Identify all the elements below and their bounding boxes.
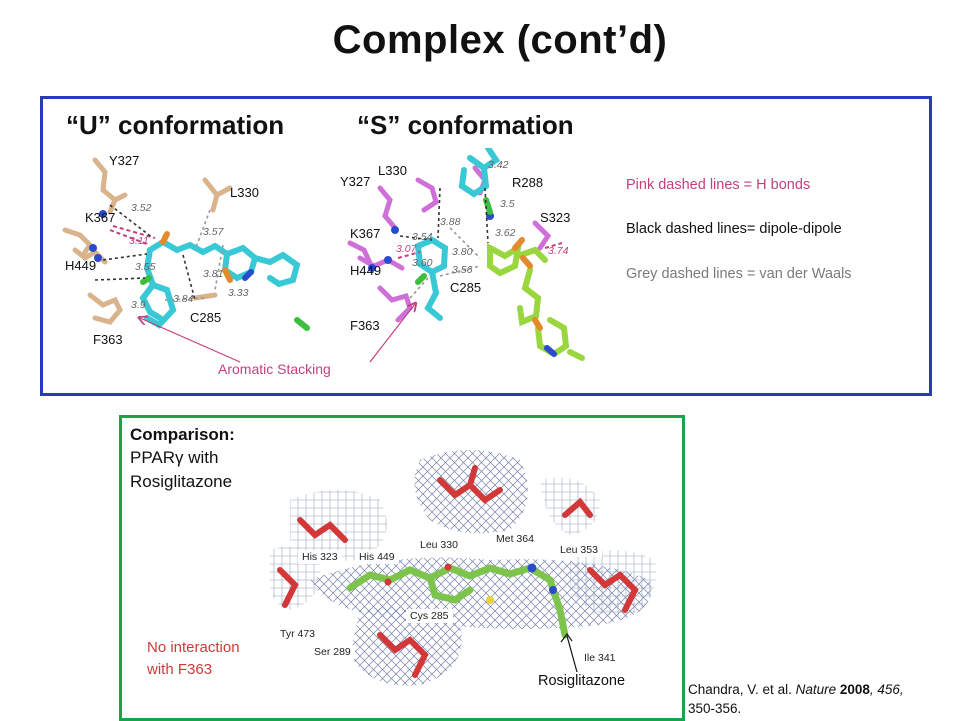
s-conformation-structure: L330 Y327 R288 S323 K367 H449 C285 F363 … xyxy=(340,148,585,361)
residue-his323: His 323 xyxy=(298,550,342,564)
residue-his449: His 449 xyxy=(355,550,399,564)
s-dist-6: 3.07 xyxy=(396,243,418,255)
slide-title: Complex (cont’d) xyxy=(332,18,668,62)
comparison-line-3: Rosiglitazone xyxy=(130,472,233,491)
s-label-s323: S323 xyxy=(540,210,570,225)
legend-pink: Pink dashed lines = H bonds xyxy=(626,177,811,193)
u-dist-1: 3.52 xyxy=(131,202,152,214)
u-dist-5: 3.81 xyxy=(203,268,223,280)
u-dist-2: 3.11 xyxy=(129,235,149,247)
u-label-c285: C285 xyxy=(190,310,221,325)
citation-pages: 350-356. xyxy=(688,701,742,716)
residue-ser289: Ser 289 xyxy=(310,645,355,659)
citation: Chandra, V. et al. Nature 2008, 456, 350… xyxy=(688,680,904,718)
s-label-c285: C285 xyxy=(450,280,481,295)
citation-volume: , 456, xyxy=(869,682,904,697)
u-conformation-title: “U” conformation xyxy=(66,110,285,140)
u-conformation-structure: Y327 L330 K367 H449 F363 C285 3.52 3.11 … xyxy=(62,153,310,347)
citation-year: 2008 xyxy=(836,682,870,697)
aromatic-stacking-label: Aromatic Stacking xyxy=(218,361,331,377)
comparison-heading: Comparison: xyxy=(130,425,235,444)
s-conformation-title: “S” conformation xyxy=(357,110,574,140)
u-label-h449: H449 xyxy=(65,258,96,273)
s-label-y327: Y327 xyxy=(340,174,370,189)
residue-cys285: Cys 285 xyxy=(406,609,453,623)
residue-tyr473: Tyr 473 xyxy=(276,627,320,641)
residue-met364: Met 364 xyxy=(492,532,538,546)
rosiglitazone-label: Rosiglitazone xyxy=(538,673,626,689)
s-dist-4: 3.62 xyxy=(495,227,516,239)
u-label-f363: F363 xyxy=(93,332,123,347)
rosiglitazone-arrow xyxy=(560,632,578,673)
s-label-f363: F363 xyxy=(350,318,380,333)
residue-leu330: Leu 330 xyxy=(416,538,462,552)
no-interaction-line-2: with F363 xyxy=(147,661,213,678)
s-label-k367: K367 xyxy=(350,226,380,241)
s-label-l330: L330 xyxy=(378,163,407,178)
s-dist-9: 3.56 xyxy=(452,264,473,276)
u-label-y327: Y327 xyxy=(109,153,139,168)
s-dist-1: 3.42 xyxy=(488,159,509,171)
u-dist-8: 3.9 xyxy=(131,299,146,311)
legend-grey: Grey dashed lines = van der Waals xyxy=(626,266,852,282)
residue-leu353: Leu 353 xyxy=(556,543,602,557)
u-label-l330: L330 xyxy=(230,185,259,200)
comparison-line-2: PPARγ with xyxy=(130,448,219,467)
electron-density-map xyxy=(270,450,657,686)
s-label-h449: H449 xyxy=(350,263,381,278)
no-interaction-line-1: No interaction xyxy=(147,639,240,656)
legend-black: Black dashed lines= dipole-dipole xyxy=(626,221,842,237)
citation-journal: Nature xyxy=(795,682,837,697)
conformation-panel xyxy=(40,96,932,396)
s-dist-10: 3.74 xyxy=(548,245,569,257)
s-dist-5: 3.54 xyxy=(412,231,433,243)
s-dist-2: 3.5 xyxy=(500,198,515,210)
s-dist-7: 3.80 xyxy=(452,246,473,258)
s-dist-3: 3.88 xyxy=(440,216,461,228)
u-dist-6: 3.84 xyxy=(173,293,194,305)
s-label-r288: R288 xyxy=(512,175,543,190)
s-dist-8: 3.60 xyxy=(412,257,433,269)
citation-authors: Chandra, V. et al. xyxy=(688,682,796,697)
u-dist-7: 3.33 xyxy=(228,287,249,299)
u-dist-4: 3.57 xyxy=(203,226,225,238)
residue-ile341: Ile 341 xyxy=(580,651,620,665)
u-label-k367: K367 xyxy=(85,210,115,225)
u-dist-3: 3.55 xyxy=(135,261,156,273)
aromatic-arrows xyxy=(130,300,430,363)
